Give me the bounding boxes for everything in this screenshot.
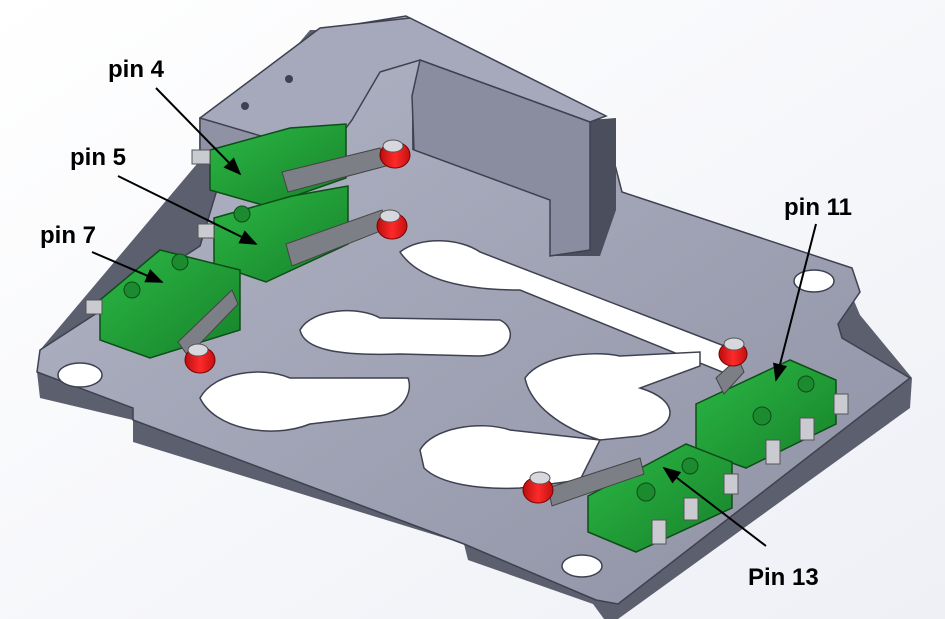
mount-hole — [561, 554, 603, 578]
slot-cutout — [524, 351, 701, 441]
callout-pin-13: Pin 13 — [748, 564, 819, 591]
microswitch-pin-7 — [85, 249, 241, 374]
microswitch-pin-13 — [522, 443, 739, 553]
slot-cutout — [398, 240, 741, 377]
leader-arrow-pin-4 — [155, 87, 242, 176]
microswitch-pin-5 — [197, 185, 408, 283]
screw-hole — [285, 75, 293, 83]
mount-hole — [57, 362, 103, 388]
bracket-inner-face — [411, 59, 591, 257]
screw-hole — [241, 102, 249, 110]
microswitch-pin-4 — [191, 123, 411, 207]
microswitch-pin-11 — [695, 337, 849, 469]
leader-arrow-pin-7 — [91, 251, 164, 283]
mount-hole — [793, 269, 835, 293]
callout-pin-7: pin 7 — [40, 222, 97, 249]
leader-arrow-pin-13 — [662, 466, 767, 547]
callout-pin-4: pin 4 — [108, 56, 165, 83]
callout-pin-5: pin 5 — [70, 144, 127, 171]
callout-pin-11: pin 11 — [784, 194, 853, 221]
slot-cutout — [299, 309, 511, 357]
leader-arrow-pin-11 — [773, 223, 817, 382]
leader-arrow-pin-5 — [117, 175, 258, 245]
slot-cutout — [199, 371, 411, 432]
